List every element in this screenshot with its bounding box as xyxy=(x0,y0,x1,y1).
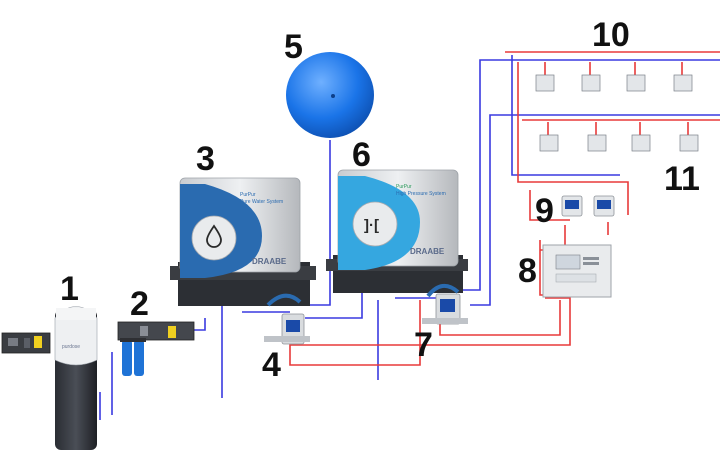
number-labels: 1 2 3 4 5 6 7 8 9 10 11 xyxy=(60,16,700,384)
label-9: 9 xyxy=(535,192,554,230)
component-2-filter xyxy=(117,321,195,376)
component-11-taps-row xyxy=(539,134,699,152)
label-4: 4 xyxy=(262,346,281,384)
unit3-brand: PurPur xyxy=(240,192,256,198)
label-10: 10 xyxy=(592,16,630,54)
label-7: 7 xyxy=(414,326,433,364)
label-11: 11 xyxy=(664,160,700,198)
unit3-logo: DRAABE xyxy=(252,257,287,266)
unit6-logo: DRAABE xyxy=(410,247,445,256)
label-5: 5 xyxy=(284,28,303,66)
unit6-subtitle: High Pressure System xyxy=(396,191,446,197)
component-10-taps-row xyxy=(535,74,693,92)
component-6-high-pressure-unit: ]·[ PurPur High Pressure System DRAABE xyxy=(326,169,468,293)
label-6: 6 xyxy=(352,136,371,174)
component-8-control-cabinet xyxy=(542,244,612,298)
component-1-softener: purdose xyxy=(54,306,98,450)
label-3: 3 xyxy=(196,140,215,178)
unit6-icon-glyph: ]·[ xyxy=(364,217,379,234)
unit6-brand: PurPur xyxy=(396,184,412,190)
component-5-tank xyxy=(286,52,374,138)
component-3-pure-water-unit: PurPur Pure Water System DRAABE xyxy=(170,177,316,306)
label-1: 1 xyxy=(60,270,79,308)
component-9-displays xyxy=(561,195,615,217)
component-7-controller xyxy=(422,284,468,325)
piping xyxy=(94,51,720,420)
label-8: 8 xyxy=(518,252,537,290)
unit3-subtitle: Pure Water System xyxy=(240,199,283,205)
component-4-controller xyxy=(264,293,310,345)
svg-text:purdose: purdose xyxy=(62,344,80,350)
label-2: 2 xyxy=(130,285,149,323)
component-inlet-panel xyxy=(1,332,51,354)
